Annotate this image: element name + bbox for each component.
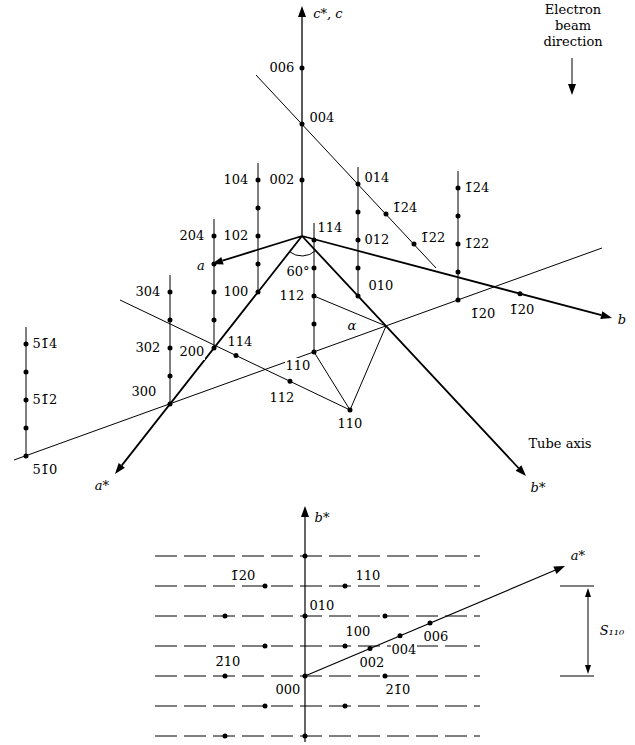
reflection-index: 010 xyxy=(368,278,395,294)
reflection-index: 1̄22 xyxy=(464,236,491,252)
beam-arrow xyxy=(572,58,573,85)
reflection-index: 000 xyxy=(275,682,302,698)
axis-label: a* xyxy=(94,478,110,494)
arrow-head xyxy=(115,463,125,474)
reflection-index: 014 xyxy=(364,170,391,186)
arrow-head xyxy=(301,506,309,517)
reflection-index: 51̄2 xyxy=(32,392,59,408)
reflection-index: 112 xyxy=(279,288,306,304)
reflection-index: 006 xyxy=(269,60,296,76)
pattern-spots xyxy=(225,556,430,736)
axis-label: a xyxy=(196,258,206,274)
angle-arc xyxy=(290,251,316,256)
reflection-index: 110 xyxy=(285,358,312,374)
reflection-index: 004 xyxy=(309,110,336,126)
reflection-index: 302 xyxy=(135,340,162,356)
section-lines xyxy=(14,75,602,460)
layer-lines xyxy=(155,556,480,736)
axis-label: b* xyxy=(530,480,547,496)
reflection-index: 1̄24 xyxy=(392,200,419,216)
reflection-index: 012 xyxy=(364,232,391,248)
reflection-index: 104 xyxy=(223,172,250,188)
reflection-index: 110 xyxy=(337,416,364,432)
reflection-index: 100 xyxy=(223,284,250,300)
arrow-head xyxy=(600,311,612,319)
axis-label: a* xyxy=(570,548,586,564)
reflection-index: 100 xyxy=(345,624,372,640)
reflection-index: 60° xyxy=(285,264,310,280)
arrow-head xyxy=(568,84,576,95)
reflection-index: 102 xyxy=(223,228,250,244)
thick-axes xyxy=(122,236,602,468)
axis-label: α xyxy=(347,318,358,334)
reflection-index: Tube axis xyxy=(527,436,592,452)
axis-label: S₁₁₀ xyxy=(599,623,626,639)
reflection-index: 21̄0 xyxy=(385,682,412,698)
arrow-head xyxy=(553,566,565,574)
reflection-index: 2̄10 xyxy=(215,654,242,670)
reflection-index: 006 xyxy=(423,629,450,645)
lattice-rods xyxy=(26,163,458,456)
reflection-index: 300 xyxy=(131,384,158,400)
arrow-head xyxy=(516,465,526,476)
reflection-index: 51̄0 xyxy=(32,462,59,478)
b-star-axis xyxy=(304,517,305,742)
reflection-index: 1̄24 xyxy=(464,180,491,196)
reflection-index: 112 xyxy=(269,390,296,406)
reflection-index: 114 xyxy=(227,334,254,350)
reflection-index: 200 xyxy=(179,344,206,360)
reflection-index: 1̄22 xyxy=(420,230,447,246)
arrow-head xyxy=(585,588,591,597)
reflection-index: 51̄4 xyxy=(32,336,59,352)
reflection-index: 304 xyxy=(135,284,162,300)
reflection-index: 010 xyxy=(309,598,336,614)
reflection-index: 004 xyxy=(391,642,418,658)
axis-label: c*, c xyxy=(312,6,343,22)
lattice-points xyxy=(26,68,520,456)
beam-note: Electron beam direction xyxy=(530,2,616,50)
reflection-index: 002 xyxy=(269,172,296,188)
arrow-head xyxy=(298,6,306,17)
axis-label: b xyxy=(617,312,627,328)
reflection-index: 002 xyxy=(359,655,386,671)
axis-label: b* xyxy=(314,510,331,526)
reflection-index: 1̄20 xyxy=(230,568,257,584)
arrow-head xyxy=(585,665,591,674)
spacing-marker xyxy=(560,586,594,676)
reflection-index: 110 xyxy=(355,568,382,584)
reflection-index: 1̄20 xyxy=(470,306,497,322)
reflection-index: 1̄20 xyxy=(509,302,536,318)
reflection-index: 114 xyxy=(317,220,344,236)
reflection-index: 204 xyxy=(179,228,206,244)
